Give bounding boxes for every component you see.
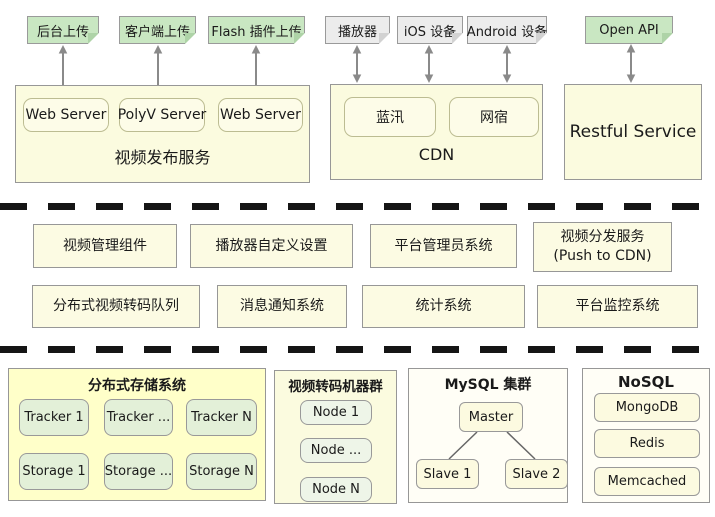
nosql-title: NoSQL (618, 373, 674, 391)
module-platform-admin-system: 平台管理员系统 (370, 224, 517, 268)
restful-service-container: Restful Service (564, 84, 702, 180)
fold-corner (452, 33, 463, 44)
transcode-cluster-container: 视频转码机器群 Node 1 Node ... Node N (274, 370, 397, 504)
note-android-device: Android 设备 (467, 16, 547, 44)
publish-service-title: 视频发布服务 (114, 148, 211, 167)
storage-label: Storage 1 (22, 464, 86, 479)
module-message-notification: 消息通知系统 (217, 285, 347, 328)
restful-service-title: Restful Service (569, 122, 697, 142)
cdn-container: 蓝汛 网宿 CDN (330, 84, 543, 180)
cdn-provider-label: 蓝汛 (376, 110, 404, 126)
node-box: Node N (300, 477, 372, 502)
fold-corner (379, 33, 390, 44)
cdn-title: CDN (418, 145, 455, 164)
transcode-cluster-title: 视频转码机器群 (288, 379, 383, 395)
nosql-store-label: MongoDB (615, 400, 679, 415)
slave-label: Slave 2 (512, 466, 561, 482)
module-label: 平台监控系统 (575, 298, 660, 315)
cdn-provider-label: 网宿 (480, 110, 508, 126)
polyv-server-box: PolyV Server (117, 98, 207, 132)
fold-corner (294, 33, 305, 44)
tracker-box: Tracker 1 (19, 399, 89, 436)
tier-divider-2 (0, 346, 715, 353)
module-label-line2: (Push to CDN) (553, 248, 652, 264)
slave-box: Slave 1 (416, 459, 479, 489)
note-open-api: Open API (585, 16, 673, 44)
double-arrow-icon (424, 45, 434, 83)
master-box: Master (459, 402, 523, 432)
module-player-custom-settings: 播放器自定义设置 (190, 224, 353, 268)
note-label: 后台上传 (36, 24, 89, 40)
module-distributed-transcode-queue: 分布式视频转码队列 (32, 285, 200, 328)
cdn-provider-box: 网宿 (449, 97, 539, 137)
note-label: Android 设备 (466, 24, 548, 40)
double-arrow-icon (352, 45, 362, 83)
server-label: Web Server (25, 107, 107, 123)
nosql-store-label: Redis (629, 436, 665, 451)
double-arrow-icon (626, 44, 636, 83)
node-label: Node ... (310, 443, 362, 458)
note-client-upload: 客户端上传 (119, 16, 196, 44)
nosql-container: NoSQL MongoDB Redis Memcached (582, 368, 710, 503)
note-label: 客户端上传 (124, 24, 190, 40)
module-label: 统计系统 (415, 298, 472, 315)
storage-label: Storage N (189, 464, 254, 479)
storage-box: Storage 1 (19, 453, 89, 490)
master-label: Master (468, 409, 514, 425)
note-flash-plugin-upload: Flash 插件上传 (208, 16, 305, 44)
module-platform-monitoring: 平台监控系统 (537, 285, 698, 328)
module-video-management: 视频管理组件 (33, 224, 177, 268)
double-arrow-icon (502, 45, 512, 83)
module-label-line1: 视频分发服务 (560, 229, 645, 246)
server-label: PolyV Server (117, 107, 207, 123)
server-label: Web Server (220, 107, 301, 123)
fold-corner (662, 33, 673, 44)
note-backend-upload: 后台上传 (27, 16, 99, 44)
storage-box: Storage ... (104, 453, 173, 490)
distributed-storage-container: 分布式存储系统 Tracker 1 Tracker ... Tracker N … (8, 368, 266, 501)
storage-box: Storage N (186, 453, 257, 490)
tracker-label: Tracker ... (106, 410, 171, 425)
module-label: 视频管理组件 (63, 237, 147, 254)
module-label: 分布式视频转码队列 (53, 298, 179, 315)
module-label: 平台管理员系统 (394, 237, 493, 254)
nosql-store-box: Redis (594, 429, 700, 458)
mysql-cluster-container: MySQL 集群 Master Slave 1 Slave 2 (408, 368, 568, 503)
fold-corner (88, 33, 99, 44)
note-label: Flash 插件上传 (211, 24, 302, 40)
nosql-store-box: Memcached (594, 467, 700, 496)
note-ios-device: iOS 设备 (397, 16, 463, 44)
note-player: 播放器 (325, 16, 390, 44)
web-server-box: Web Server (218, 98, 303, 132)
mysql-cluster-title: MySQL 集群 (444, 377, 532, 393)
web-server-box: Web Server (23, 98, 109, 132)
node-label: Node 1 (312, 405, 360, 420)
note-label: iOS 设备 (403, 24, 457, 40)
node-box: Node 1 (300, 400, 372, 425)
slave-label: Slave 1 (423, 466, 472, 482)
note-label: 播放器 (337, 24, 377, 40)
module-statistics-system: 统计系统 (362, 285, 525, 328)
video-publish-service-container: Web Server PolyV Server Web Server 视频发布服… (15, 85, 310, 183)
nosql-store-label: Memcached (607, 474, 687, 489)
node-box: Node ... (300, 438, 372, 463)
slave-box: Slave 2 (505, 459, 568, 489)
tracker-label: Tracker 1 (24, 410, 84, 425)
nosql-store-box: MongoDB (594, 393, 700, 422)
tier-divider-1 (0, 203, 715, 210)
note-label: Open API (599, 22, 659, 38)
cdn-provider-box: 蓝汛 (344, 97, 436, 137)
tracker-label: Tracker N (191, 410, 252, 425)
module-label: 播放器自定义设置 (215, 237, 328, 254)
storage-label: Storage ... (104, 464, 173, 479)
module-video-distribution: 视频分发服务 (Push to CDN) (533, 222, 672, 272)
node-label: Node N (312, 482, 360, 497)
master-slave-connector (448, 431, 536, 460)
fold-corner (536, 33, 547, 44)
tracker-box: Tracker N (186, 399, 257, 436)
fold-corner (185, 33, 196, 44)
module-label: 消息通知系统 (240, 298, 324, 315)
tracker-box: Tracker ... (104, 399, 173, 436)
storage-cluster-title: 分布式存储系统 (88, 378, 186, 394)
